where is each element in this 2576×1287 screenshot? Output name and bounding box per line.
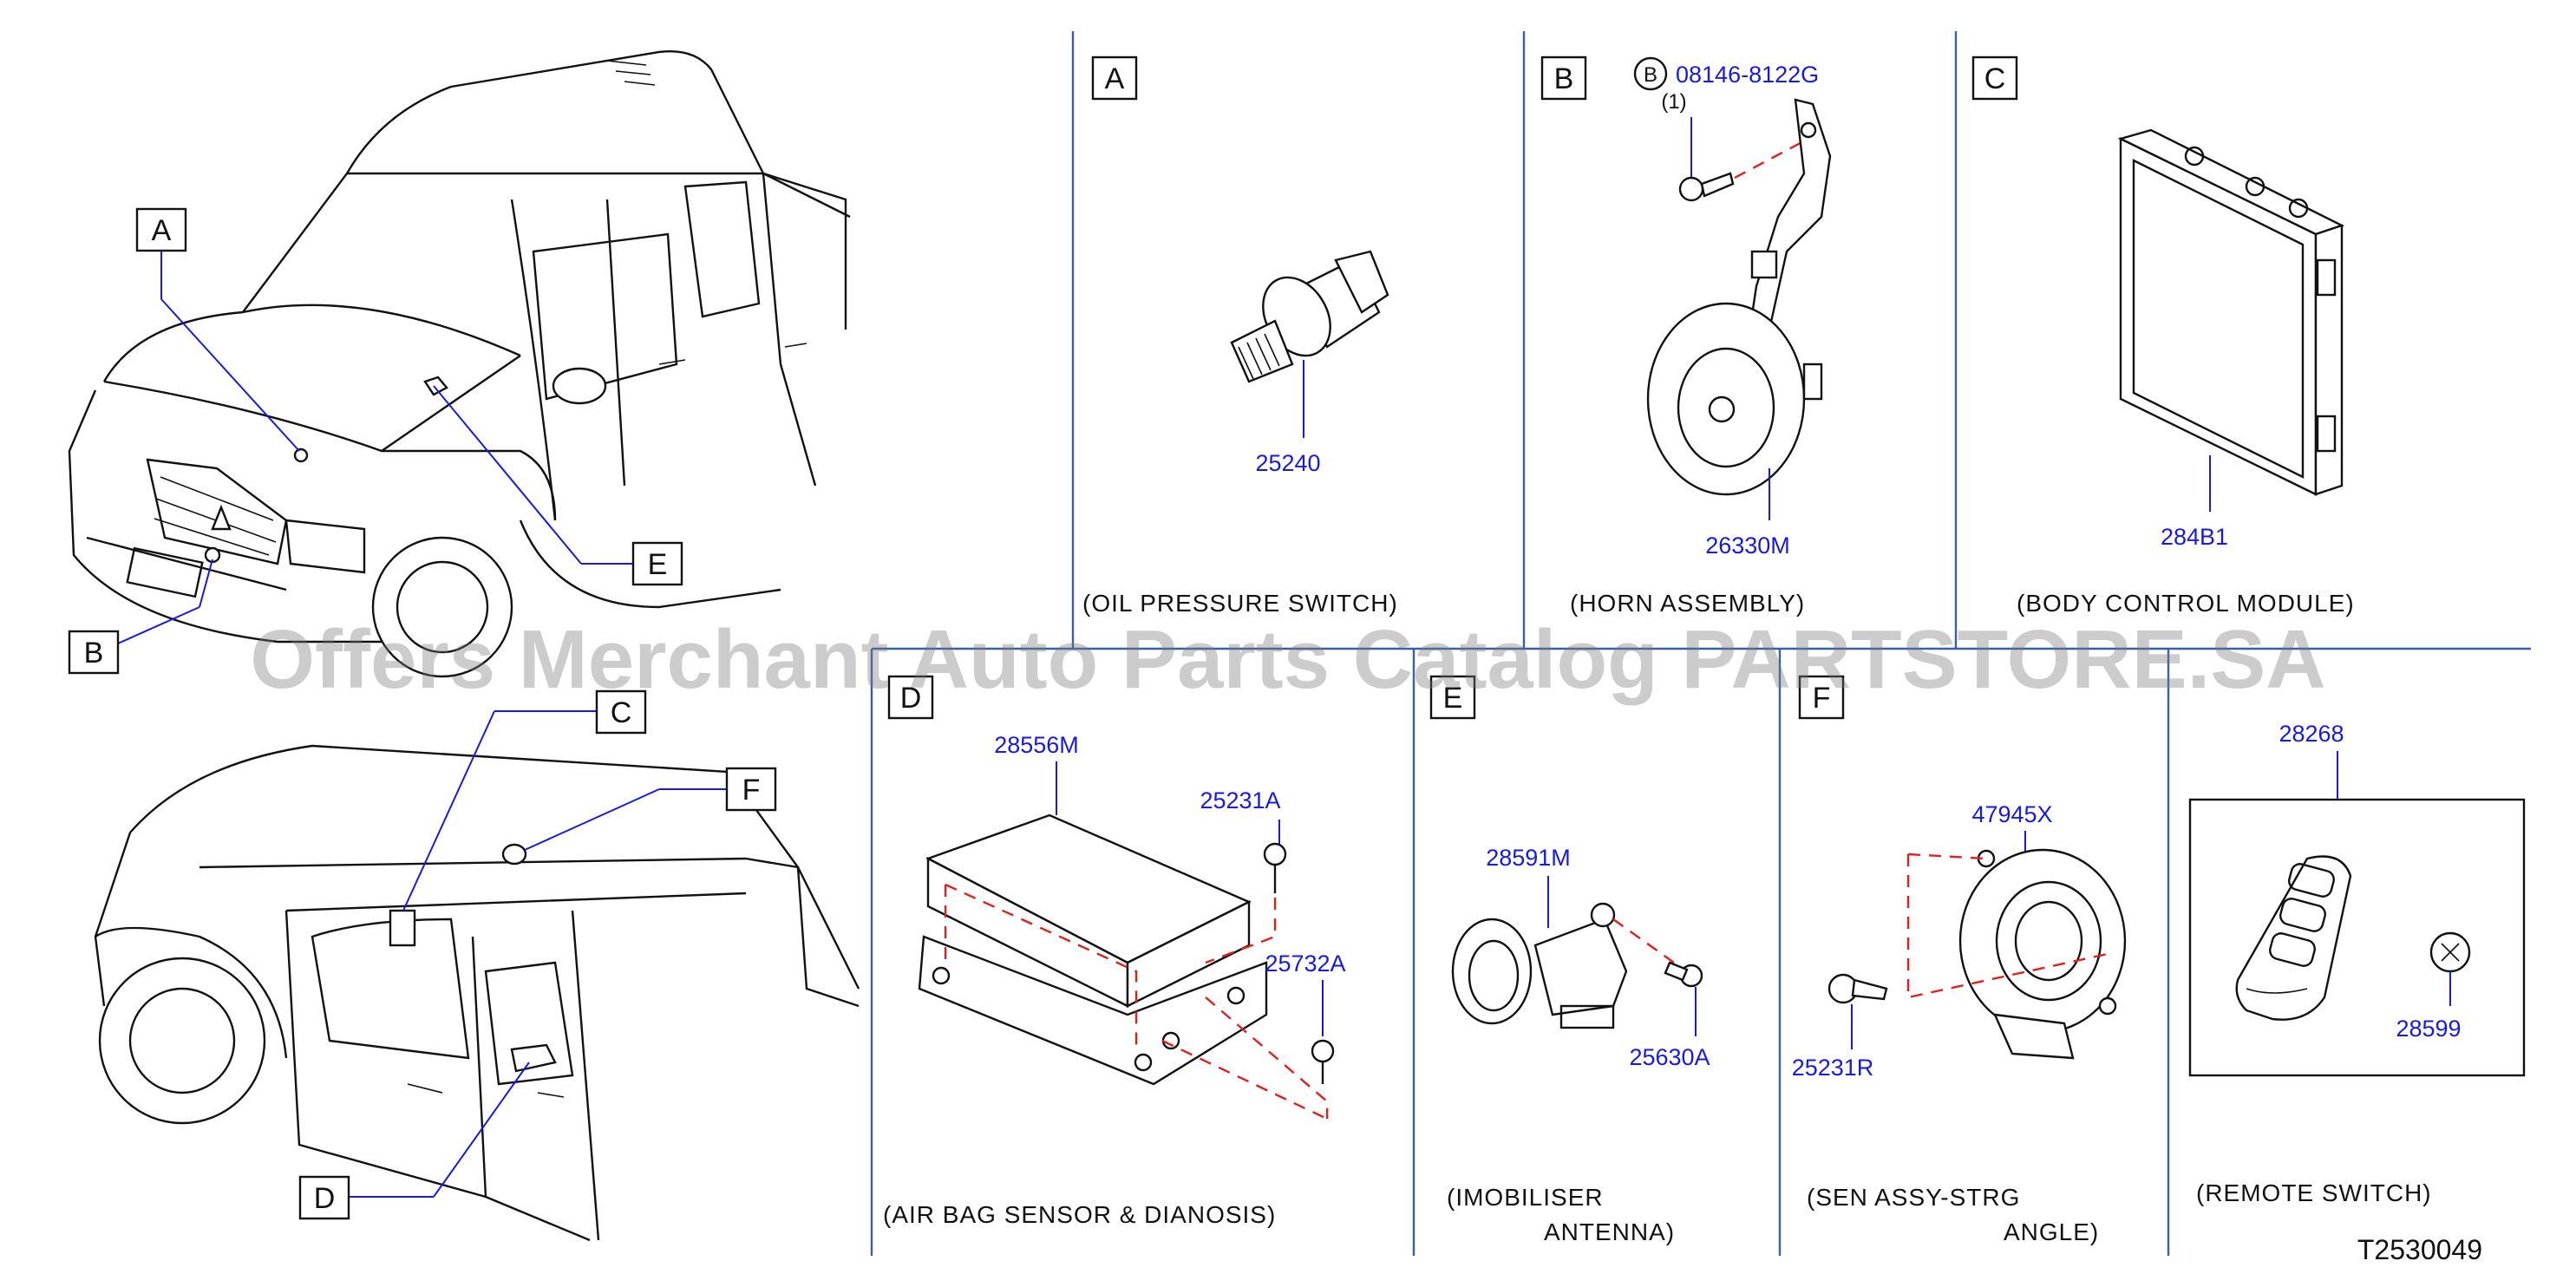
quantity: (1): [1661, 90, 1686, 114]
sensor-bolt-upper: [1263, 842, 1287, 893]
immobiliser-antenna-part: [1451, 902, 1628, 1029]
panel-dividers: [870, 31, 2531, 1256]
truck-rear-view: [94, 710, 860, 1242]
svg-text:D: D: [900, 682, 922, 715]
callout-f: F: [725, 767, 777, 812]
part-number[interactable]: 25231A: [1200, 787, 1280, 813]
truck-front-view: [68, 50, 851, 678]
callout-b: B: [68, 630, 120, 675]
bolt-symbol: B: [1644, 63, 1657, 87]
steering-angle-sensor-part: [1958, 848, 2127, 1060]
panel-caption: (IMOBILISER: [1447, 1184, 1604, 1211]
panel-caption: ANGLE): [2004, 1218, 2099, 1245]
oil-pressure-switch-part: [1230, 250, 1389, 383]
part-number[interactable]: 28268: [2279, 721, 2344, 747]
svg-text:B: B: [84, 637, 104, 670]
svg-text:D: D: [314, 1182, 336, 1215]
diagram-id: T2530049: [2357, 1234, 2482, 1265]
part-number[interactable]: 284B1: [2161, 524, 2228, 550]
svg-text:E: E: [1443, 682, 1463, 715]
panel-caption: (OIL PRESSURE SWITCH): [1082, 590, 1398, 617]
callout-d: D: [298, 1175, 350, 1220]
panel-f: F 47945X 25231R (SEN ASSY-STRG ANGLE): [1792, 675, 2127, 1245]
svg-text:C: C: [1984, 62, 2006, 95]
callout-e: E: [631, 541, 683, 586]
part-number[interactable]: 25732A: [1265, 951, 1345, 977]
part-number[interactable]: 47945X: [1971, 801, 2052, 827]
panel-b: B B 08146-8122G (1) 26330M (HORN ASSEMBL…: [1540, 56, 1832, 617]
part-number[interactable]: 26330M: [1705, 532, 1790, 559]
panel-caption: (BODY CONTROL MODULE): [2017, 590, 2355, 617]
svg-text:C: C: [611, 696, 632, 729]
svg-text:A: A: [1105, 62, 1125, 95]
part-number[interactable]: 25630A: [1629, 1044, 1710, 1070]
svg-text:B: B: [1554, 62, 1574, 95]
horn-bolt: [1678, 172, 1735, 202]
callout-c: C: [595, 689, 647, 735]
horn-part: [1646, 302, 1823, 496]
part-number[interactable]: 28599: [2396, 1016, 2461, 1042]
panel-a: A 25240 (OIL PRESSURE SWITCH): [1082, 56, 1398, 617]
sensor-bolt-lower: [1311, 1039, 1335, 1084]
battery-part: [2429, 931, 2471, 973]
watermark: Offers Merchant Auto Parts Catalog PARTS…: [250, 613, 2325, 706]
panel-caption: ANTENNA): [1544, 1218, 1675, 1245]
body-control-module-part: [2117, 128, 2345, 496]
part-number[interactable]: 28556M: [994, 732, 1079, 758]
remote-key-fob-part: [2235, 855, 2352, 1021]
svg-text:F: F: [742, 774, 761, 807]
part-number[interactable]: 28591M: [1486, 845, 1571, 871]
panel-caption: (AIR BAG SENSOR & DIANOSIS): [883, 1201, 1276, 1228]
part-number[interactable]: 25231R: [1792, 1055, 1874, 1081]
part-number[interactable]: 25240: [1255, 450, 1320, 476]
svg-text:F: F: [1813, 682, 1831, 715]
antenna-bolt: [1664, 961, 1703, 988]
air-bag-sensor-part: [918, 813, 1268, 1086]
panel-e: E 28591M 25630A (IMOBILISER ANTENNA): [1429, 675, 1710, 1245]
panel-caption: (SEN ASSY-STRG: [1807, 1184, 2020, 1211]
panel-c: C 284B1 (BODY CONTROL MODULE): [1971, 56, 2355, 617]
part-number[interactable]: 08146-8122G: [1676, 62, 1819, 88]
panel-d: D 28556M 25231A 25732A (AIR BAG SENSOR &…: [883, 675, 1346, 1228]
panel-caption: (HORN ASSEMBLY): [1570, 590, 1805, 617]
callout-a: A: [135, 207, 187, 252]
panel-g: 28268 28599 (REMOTE SWITCH): [2188, 721, 2526, 1206]
panel-caption: (REMOTE SWITCH): [2196, 1179, 2432, 1206]
svg-text:E: E: [648, 548, 668, 581]
sensor-bolt: [1827, 973, 1888, 1004]
svg-text:A: A: [152, 214, 172, 247]
